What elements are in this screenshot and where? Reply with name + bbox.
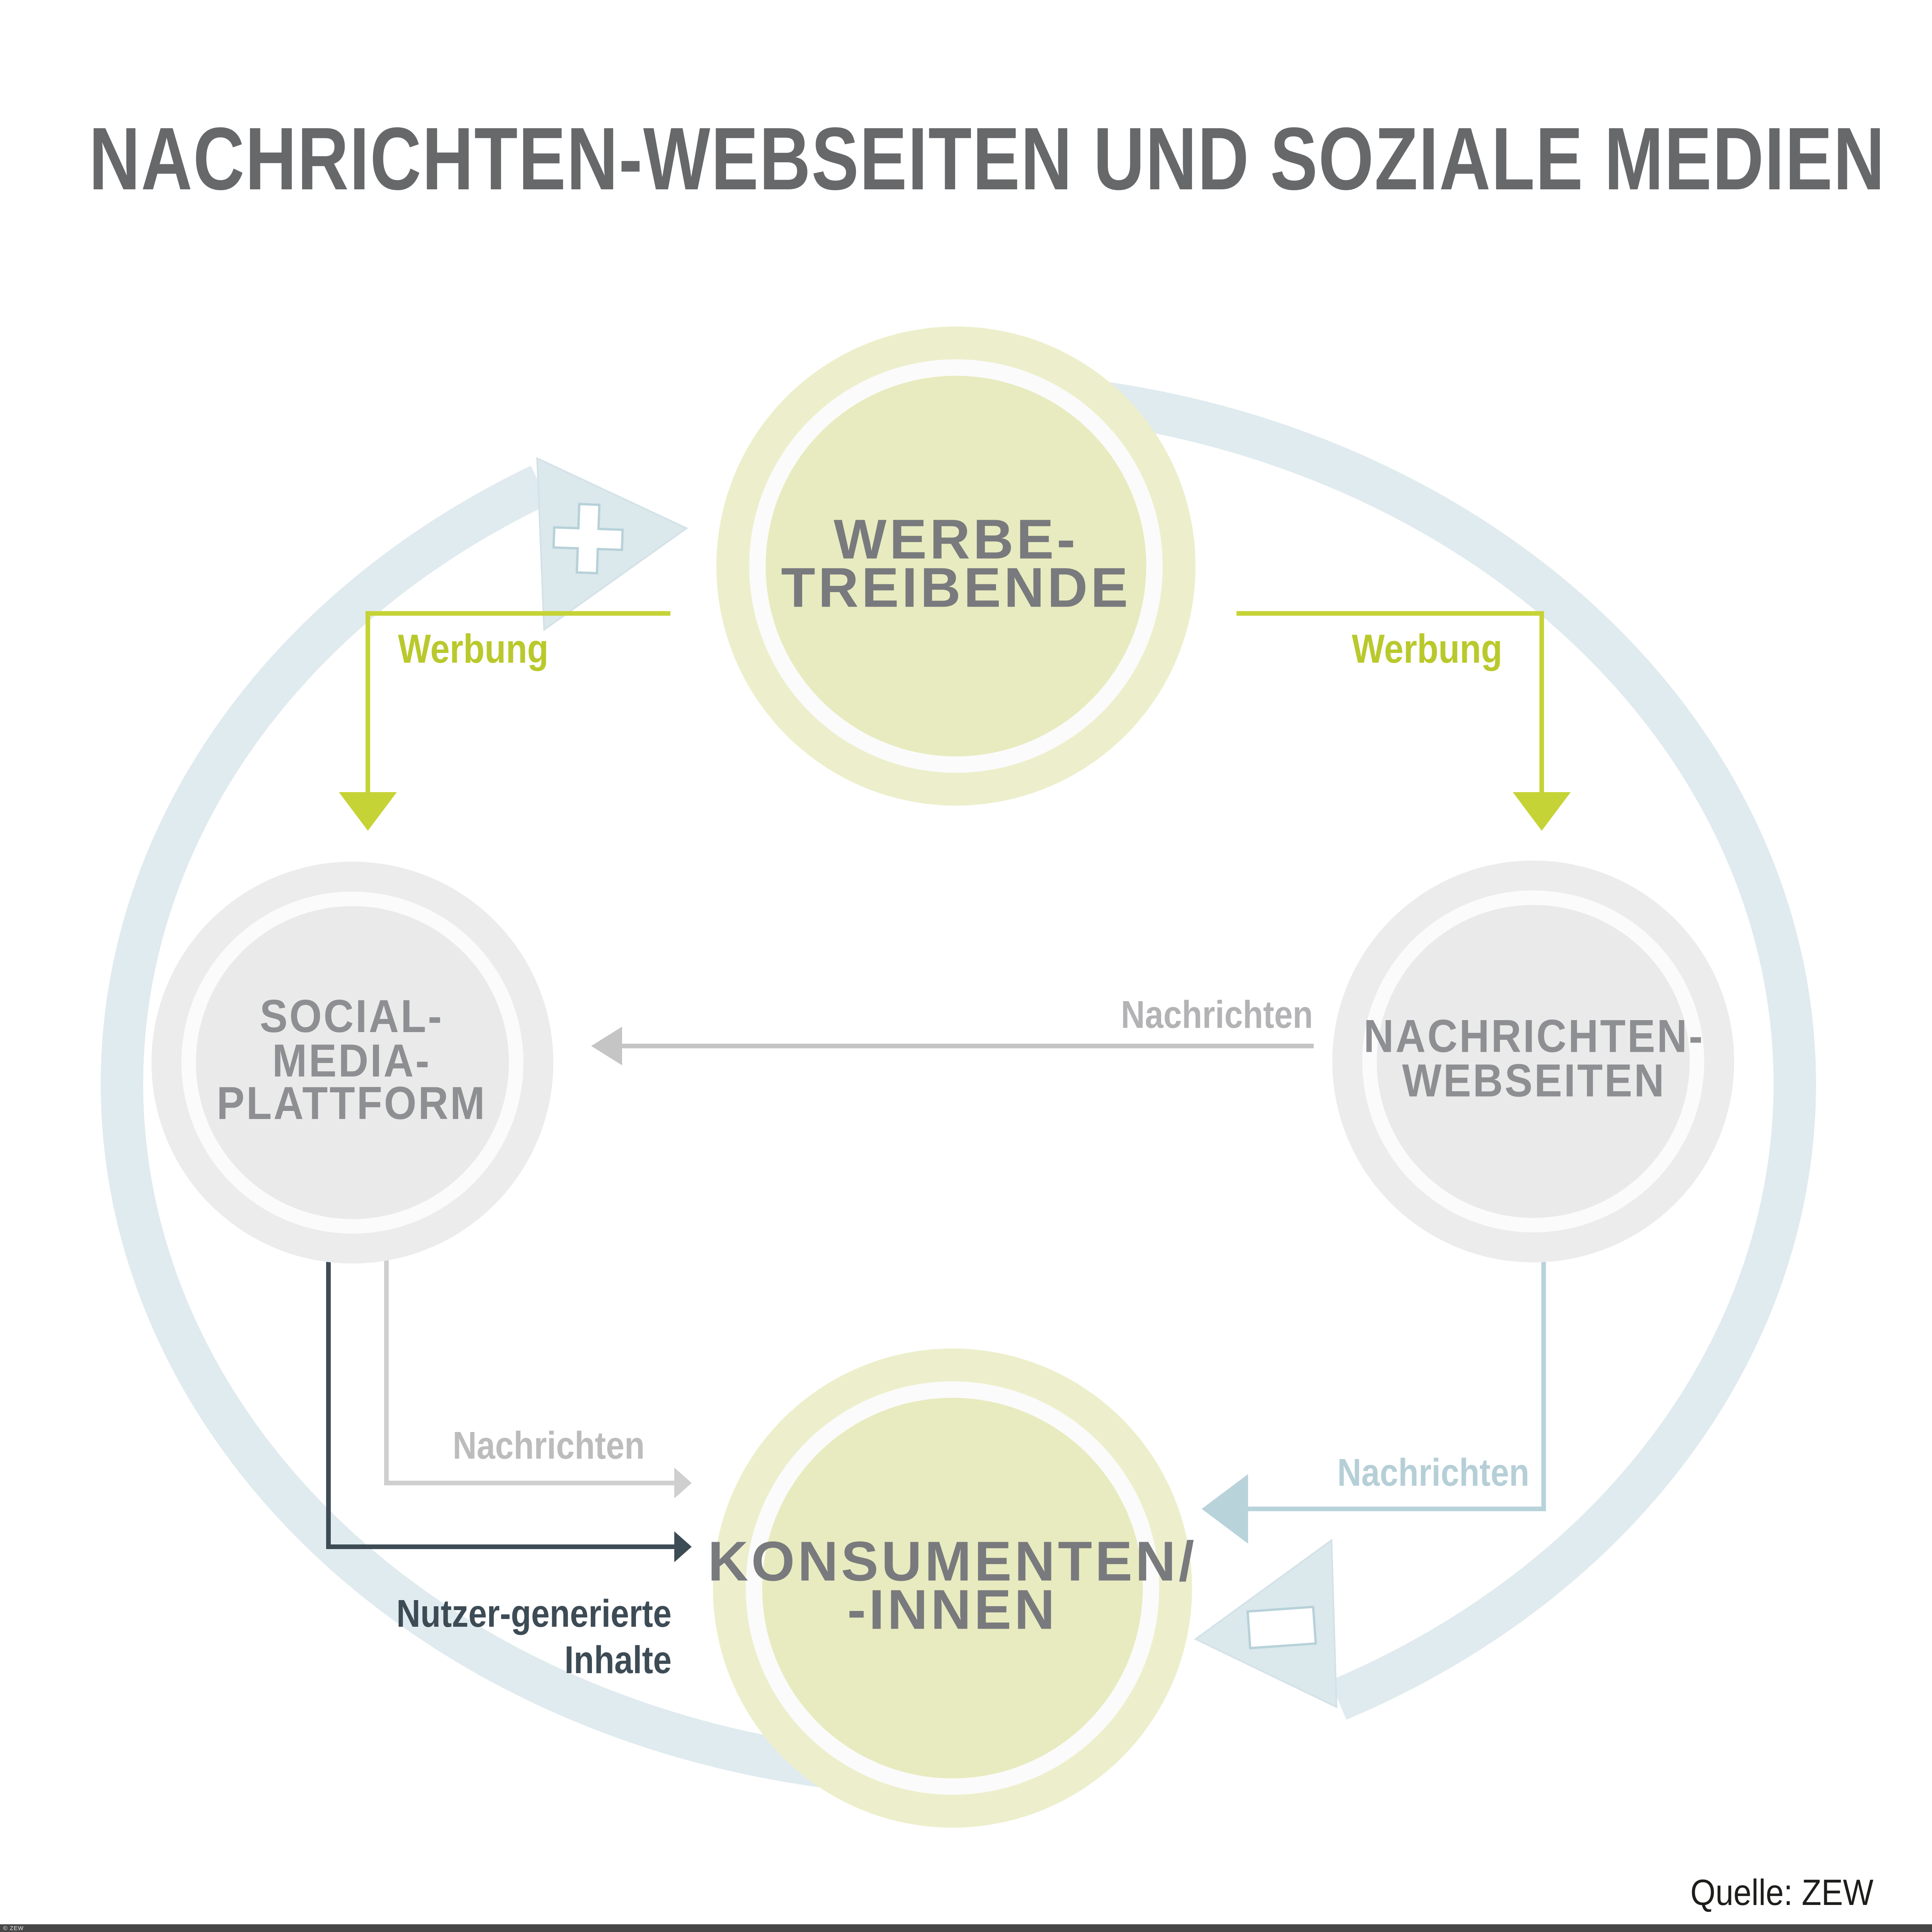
node-consumers-fill — [762, 1398, 1143, 1779]
node-advertisers-fill — [765, 376, 1146, 757]
node-news-sites — [1332, 860, 1734, 1262]
edge-werbung-to-news-label: Werbung — [1351, 628, 1502, 672]
edge-social-news-line — [384, 1236, 675, 1485]
node-social-media-label-line2: MEDIA- — [273, 1035, 432, 1087]
edge-werbung-to-social-label: Werbung — [398, 628, 549, 672]
node-news-sites-label-line1: NACHRICHTEN- — [1363, 1012, 1704, 1065]
node-news-sites-fill — [1376, 905, 1690, 1218]
node-advertisers — [716, 326, 1196, 806]
edge-news-to-consumers-label: Nachrichten — [1338, 1453, 1530, 1495]
node-news-sites-label: NACHRICHTEN- WEBSEITEN — [1363, 1012, 1704, 1108]
node-social-media-fill — [196, 906, 509, 1219]
edge-social-ugc-label: Nutzer-generierte Inhalte — [397, 1592, 672, 1685]
node-social-media-label-line3: PLATTFORM — [217, 1078, 488, 1131]
node-social-media — [151, 861, 554, 1264]
node-consumers-label-line2: -INNEN — [847, 1580, 1058, 1642]
footer-copyright: © ZEW — [3, 1923, 24, 1932]
edge-werbung-to-social-line — [366, 611, 671, 792]
edge-social-news-label: Nachrichten — [452, 1425, 645, 1468]
edge-social-ugc-label-line1: Nutzer-generierte — [397, 1594, 672, 1636]
plus-icon — [552, 503, 624, 575]
cycle-band-right-arc — [1029, 374, 1816, 1720]
edge-news-to-social-arrowhead — [591, 1026, 622, 1065]
cycle-band-left-arc — [100, 466, 859, 1792]
node-social-media-label-line1: SOCIAL- — [260, 991, 444, 1044]
node-consumers — [713, 1348, 1192, 1828]
node-advertisers-label: WERBE- TREIBENDE — [781, 510, 1131, 620]
edge-werbung-to-news-arrowhead — [1512, 792, 1571, 831]
edge-social-ugc-label-line2: Inhalte — [565, 1640, 672, 1683]
node-consumers-label: KONSUMENTEN/ -INNEN — [707, 1532, 1197, 1642]
edge-news-to-consumers-line — [1246, 1236, 1546, 1511]
edge-social-ugc-line — [326, 1236, 675, 1549]
edge-news-to-social-label: Nachrichten — [1121, 994, 1314, 1037]
node-social-media-label: SOCIAL- MEDIA- PLATTFORM — [217, 991, 488, 1131]
edge-news-to-consumers-arrowhead — [1201, 1474, 1248, 1544]
page-title: NACHRICHTEN-WEBSEITEN UND SOZIALE MEDIEN — [89, 108, 1886, 209]
node-consumers-label-line1: KONSUMENTEN/ — [707, 1532, 1197, 1594]
node-advertisers-label-line1: WERBE- — [833, 510, 1078, 572]
minus-icon — [1246, 1605, 1317, 1650]
footer-bar: © ZEW — [0, 1925, 1932, 1932]
edge-werbung-to-social-arrowhead — [339, 792, 397, 831]
edge-social-news-arrowhead — [674, 1467, 692, 1498]
edge-social-ugc-arrowhead — [674, 1531, 692, 1562]
source-credit: Quelle: ZEW — [1691, 1874, 1874, 1915]
edge-werbung-to-news-line — [1236, 611, 1544, 792]
node-news-sites-label-line2: WEBSEITEN — [1401, 1055, 1665, 1108]
node-advertisers-label-line2: TREIBENDE — [781, 558, 1131, 620]
